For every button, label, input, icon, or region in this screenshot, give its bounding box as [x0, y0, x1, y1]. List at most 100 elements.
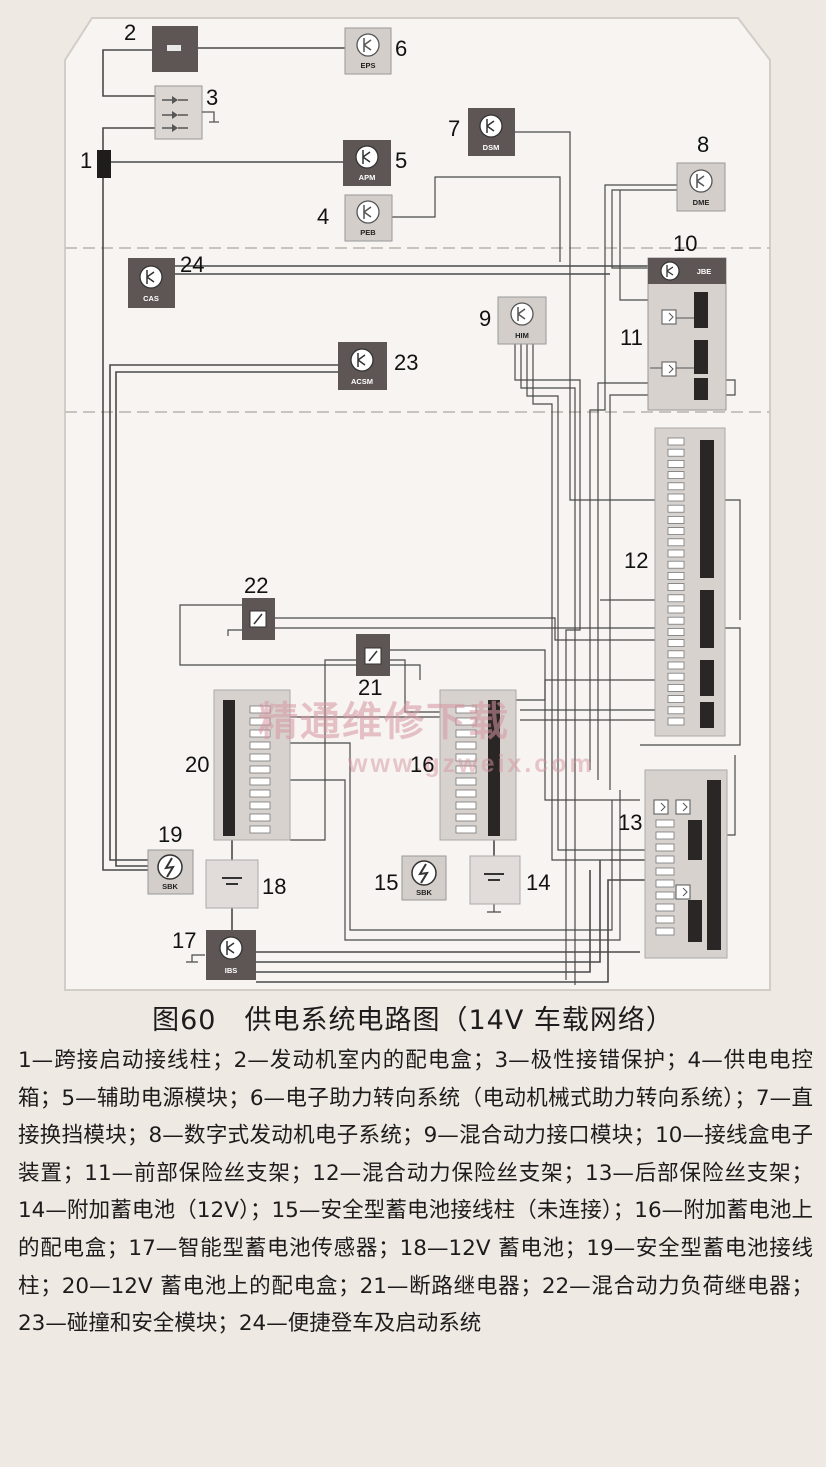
watermark-text: 精通维修下载: [258, 699, 510, 745]
fuse-slot: [667, 527, 685, 535]
acsm-label: ACSM: [351, 377, 373, 386]
num-12: 12: [624, 548, 648, 573]
intelligent-battery-sensor: IBS: [206, 930, 256, 980]
fuse-slot: [655, 843, 675, 852]
fuse-slot: [667, 672, 685, 681]
fuse-slot: [455, 705, 477, 714]
disconnect-relay: [356, 634, 390, 676]
fuse-slot: [249, 765, 271, 774]
fuse-slot: [249, 741, 271, 750]
num-6: 6: [395, 36, 407, 61]
num-9: 9: [479, 306, 491, 331]
fuse-slot: [249, 753, 271, 762]
hybrid-load-relay: [242, 598, 275, 640]
fuse-slot: [667, 482, 685, 491]
jbe-front-fuse-holder: JBE: [647, 257, 727, 411]
num-17: 17: [172, 928, 196, 953]
fuse-slot: [455, 813, 477, 822]
num-19: 19: [158, 822, 182, 847]
ibs-label: IBS: [225, 966, 238, 975]
fuse-slot: [667, 717, 685, 726]
fuse-slot: [655, 903, 675, 912]
num-23: 23: [394, 350, 418, 375]
sbk-label: SBK: [162, 882, 178, 891]
fuse-slot: [667, 583, 685, 591]
apm-module: APM: [343, 140, 391, 186]
num-16: 16: [410, 752, 434, 777]
fuse-slot: [655, 867, 675, 876]
fuse-slot: [667, 706, 685, 715]
fuse-slot: [455, 801, 477, 810]
fuse-slot: [667, 572, 685, 580]
fuse-slots-20: [249, 705, 271, 834]
fuse-slot: [249, 705, 271, 714]
fuse-slot: [655, 879, 675, 888]
num-13: 13: [618, 810, 642, 835]
sbk-label-15: SBK: [416, 888, 432, 897]
fuse-slot: [249, 801, 271, 810]
fuse-slot: [667, 493, 685, 502]
num-3: 3: [206, 85, 218, 110]
fuse-slot: [455, 729, 477, 738]
dme-module: DME: [676, 162, 726, 212]
fuse-slot: [249, 789, 271, 798]
fuse-slots-12: [667, 437, 685, 726]
battery-12v: [205, 859, 259, 909]
fuse-slot: [249, 777, 271, 786]
dsm-label: DSM: [483, 143, 500, 152]
aux-battery-distribution-box: [439, 689, 517, 841]
fuse-slot: [455, 789, 477, 798]
battery-distribution-box: [213, 689, 291, 841]
component-numbers: 2 3 6 1 5 4 7 8 10 24 9 11 23 12 22 21 2…: [80, 20, 709, 953]
fuse-slot: [655, 927, 675, 936]
fuse-slot: [249, 717, 271, 726]
watermark-url: www.gzweix.com: [347, 750, 595, 778]
fuse-slot: [667, 437, 685, 446]
eps-label: EPS: [360, 61, 375, 70]
fuse-slot: [667, 549, 685, 558]
num-24: 24: [180, 252, 204, 277]
fuse-slot: [249, 729, 271, 738]
him-module: HIM: [497, 296, 547, 345]
fuse-slot: [667, 538, 685, 547]
fuse-slot: [667, 616, 685, 625]
num-21: 21: [358, 675, 382, 700]
fuse-slot: [667, 471, 685, 480]
num-18: 18: [262, 874, 286, 899]
fuse-slot: [455, 765, 477, 774]
num-5: 5: [395, 148, 407, 173]
num-1: 1: [80, 148, 92, 173]
fuse-slot: [655, 891, 675, 900]
acsm-module: ACSM: [338, 342, 387, 390]
fuse-slot: [455, 741, 477, 750]
fuse-slot: [667, 560, 685, 569]
peb-module: PEB: [344, 194, 393, 242]
fuse-slot: [667, 628, 685, 636]
num-15: 15: [374, 870, 398, 895]
safety-battery-terminal-unconnected: SBK: [401, 855, 447, 901]
fuse-slot: [249, 813, 271, 822]
figure-caption: 图60 供电系统电路图（14V 车载网络）: [152, 1005, 674, 1036]
jump-start-terminal: [97, 150, 111, 178]
num-8: 8: [697, 132, 709, 157]
fuse-slot: [667, 448, 685, 457]
fuse-slot: [667, 650, 685, 659]
fuse-slot: [667, 504, 685, 513]
dme-label: DME: [693, 198, 710, 207]
peb-label: PEB: [360, 228, 376, 237]
safety-battery-terminal: SBK: [147, 849, 194, 895]
fuse-slot: [667, 639, 685, 647]
fuse-slot: [667, 605, 685, 614]
num-22: 22: [244, 573, 268, 598]
fuse-slot: [667, 516, 685, 524]
power-supply-circuit-diagram: EPS APM PEB DSM DME CAS HIM: [64, 17, 771, 991]
fuse-slot: [249, 825, 271, 834]
fuse-slot: [455, 753, 477, 762]
fuse-slot: [667, 695, 685, 703]
polarity-protection: [154, 85, 219, 140]
rear-fuse-holder: [644, 769, 728, 959]
num-7: 7: [448, 116, 460, 141]
engine-compartment-fuse-box: [152, 26, 198, 72]
fuse-slot: [655, 831, 675, 840]
hybrid-fuse-holder: [654, 427, 726, 737]
